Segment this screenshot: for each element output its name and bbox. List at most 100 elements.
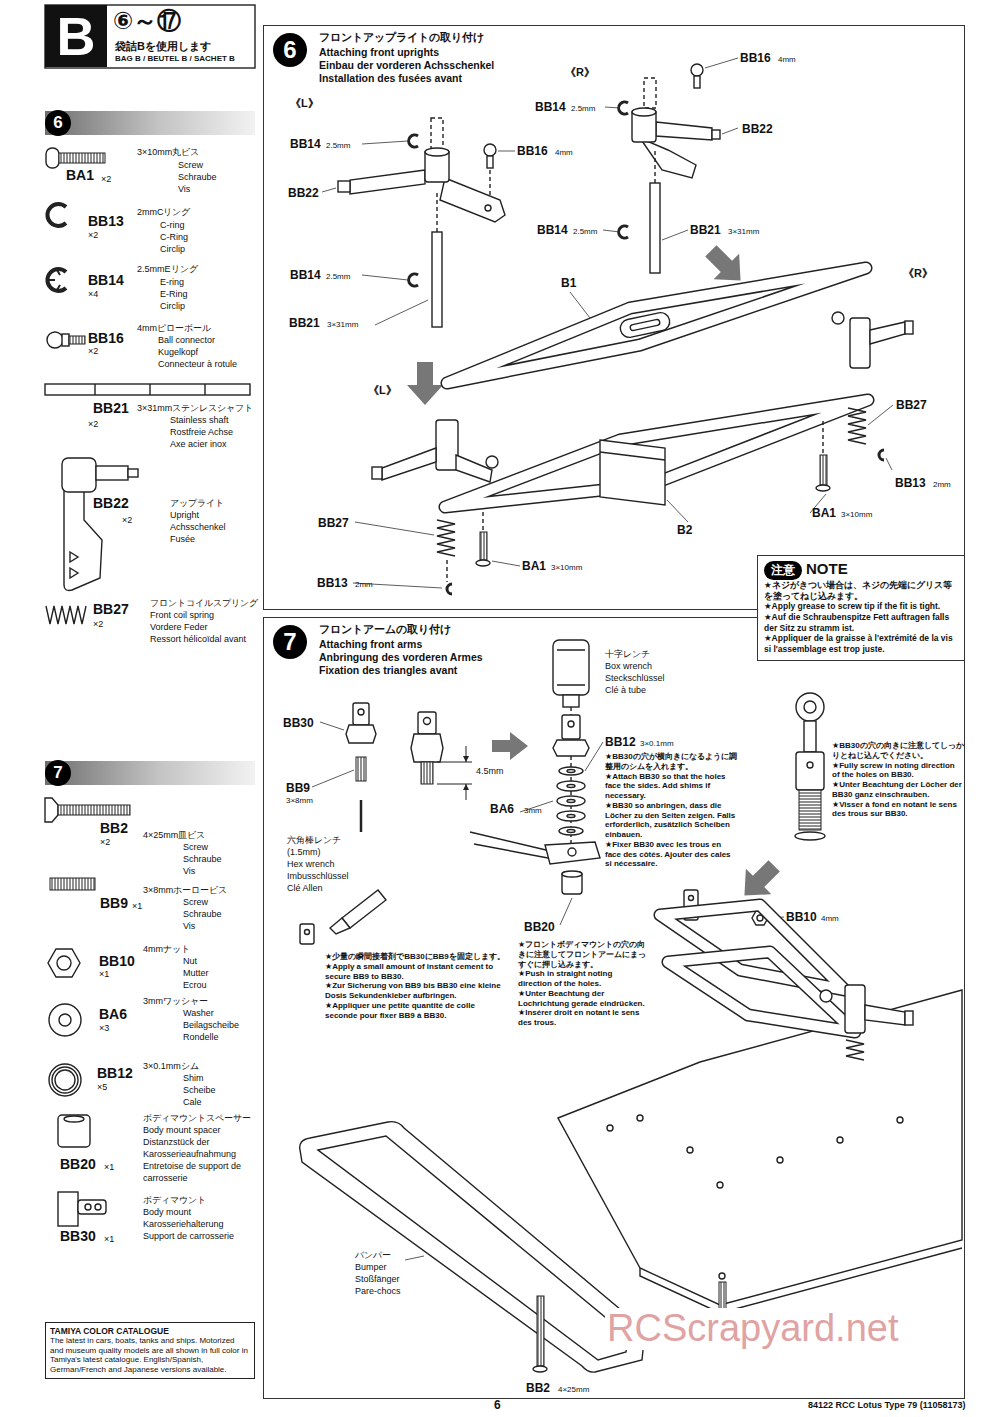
label-text: ×2 — [88, 420, 98, 430]
label-text: ×1 — [104, 1235, 114, 1245]
note-group: ★BB30の穴の向きに注意してしっかりとねじ込んでください。★Fully scr… — [832, 741, 964, 819]
label-text: Support de carrosserie — [143, 1232, 234, 1242]
step-parts-bar: 7 — [45, 761, 255, 785]
step6-illustration — [630, 319, 661, 331]
note-group: ★BB30の穴が横向きになるように調整用のシムを入れます。★Attach BB3… — [605, 752, 737, 869]
step6-illustration — [619, 102, 628, 114]
label-text: 3×0.1mmシム — [143, 1062, 199, 1072]
label-text: C-Ring — [160, 233, 188, 243]
step7-illustration — [837, 1137, 843, 1143]
step6-illustration — [372, 467, 382, 479]
label-text: ×1 — [104, 1163, 114, 1173]
label-text: Scheibe — [183, 1086, 216, 1096]
step7-illustration — [897, 1117, 903, 1123]
header-frame — [45, 5, 255, 68]
step6-illustration — [820, 455, 827, 485]
label-text: 4mmナット — [143, 945, 190, 955]
step7-illustration — [640, 1248, 962, 1313]
note-text: ★Apply a small amount of instant cement … — [325, 962, 505, 982]
step6-illustration — [484, 144, 496, 156]
note-text: ★BB30 so anbringen, dass die Löcher zu d… — [605, 801, 737, 840]
label-text: 2mm — [355, 581, 373, 590]
step7-illustration — [305, 930, 310, 935]
label-text: Beilagscheibe — [183, 1021, 239, 1031]
label-text: 3×10mm — [551, 564, 582, 573]
step6-illustration — [640, 138, 696, 178]
label-text: バンパー — [355, 1251, 391, 1261]
part-number: 6 — [494, 1399, 501, 1412]
label-text: Circlip — [160, 245, 185, 255]
step7-illustration — [607, 1125, 613, 1131]
step7-illustration — [804, 701, 816, 713]
part-number: BB10 — [786, 911, 817, 924]
step6-illustration — [350, 170, 425, 194]
label-text: Cale — [183, 1098, 202, 1108]
step7-illustration — [719, 1273, 725, 1279]
step7-illustration — [411, 734, 443, 762]
label-text: Bumper — [355, 1263, 387, 1273]
step7-illustration — [562, 871, 582, 877]
part-number: B2 — [677, 524, 692, 537]
note-text: ★BB30の穴の向きに注意してしっかりとねじ込んでください。 — [832, 741, 964, 761]
step6-illustration — [879, 450, 884, 460]
step6-illustration — [447, 268, 866, 383]
part-icons — [47, 204, 66, 226]
catalogue-text: The latest in cars, boats, tanks and shi… — [50, 1336, 250, 1374]
label-text: Nut — [183, 957, 197, 967]
label-text: Rostfreie Achse — [170, 428, 233, 438]
step6-illustration — [409, 135, 418, 147]
label-text: Screw — [183, 843, 208, 853]
label-text: Fusée — [170, 535, 195, 545]
part-icons — [45, 384, 250, 395]
step7-illustration — [807, 762, 813, 768]
note-heading: NOTE — [806, 560, 848, 577]
step7-illustration — [559, 827, 583, 835]
label-text: ×2 — [93, 620, 103, 630]
step7-illustration — [559, 767, 583, 775]
step6-illustration — [437, 520, 455, 556]
part-icons — [95, 384, 205, 395]
step6-illustration — [382, 448, 436, 480]
label-text: 十字レンチ — [605, 650, 650, 660]
note-text: ★Visser à fond en notant le sens des tro… — [832, 800, 964, 820]
step7-illustration — [563, 695, 579, 707]
label-text: 袋詰Bを使用します — [115, 40, 211, 52]
step-title: Anbringung des vorderen Armes — [319, 651, 483, 663]
note-text: ★Attach BB30 so that the holes face the … — [605, 772, 737, 801]
step6-illustration — [870, 322, 905, 344]
step6-illustration — [425, 148, 449, 156]
step7-illustration — [557, 781, 585, 791]
step7-illustration — [777, 1157, 783, 1163]
label-text: Entretoise de support de — [143, 1162, 241, 1172]
part-icons — [47, 332, 63, 348]
label-text: 4mm — [555, 149, 573, 158]
step7-illustration — [360, 800, 363, 832]
label-text: 4mmピローボール — [137, 324, 211, 334]
step6-illustration — [440, 178, 505, 222]
label-text: ×2 — [88, 231, 98, 241]
step6-illustration — [694, 76, 700, 88]
step-number: 7 — [45, 760, 71, 786]
label-text: 3×8mmホーロービス — [143, 886, 227, 896]
part-number: BB9 — [286, 782, 310, 795]
note-box: 注意NOTE★ネジがきつい場合は、ネジの先端にグリス等を塗ってねじ込みます。★A… — [757, 555, 965, 661]
step6-illustration — [712, 130, 720, 139]
label-text: 3mm — [524, 807, 542, 816]
step7-illustration — [567, 800, 575, 803]
label-text: E-ring — [160, 278, 184, 288]
label-text: Clé Allen — [287, 884, 323, 894]
part-number: BB30 — [283, 717, 314, 730]
note-text: ★Appliquer une petite quantité de colle … — [325, 1001, 505, 1021]
step6-illustration — [431, 118, 443, 150]
label-text: 2mm — [933, 481, 951, 490]
step6-illustration — [409, 274, 418, 286]
label-text: Rondelle — [183, 1033, 219, 1043]
step7-illustration — [668, 952, 855, 1032]
step7-illustration — [845, 985, 865, 1033]
part-number: BB16 — [740, 52, 771, 65]
step7-illustration — [562, 715, 580, 739]
part-number: BB30 — [60, 1229, 96, 1244]
step6-illustration — [600, 452, 665, 460]
step6-illustration — [816, 485, 830, 491]
